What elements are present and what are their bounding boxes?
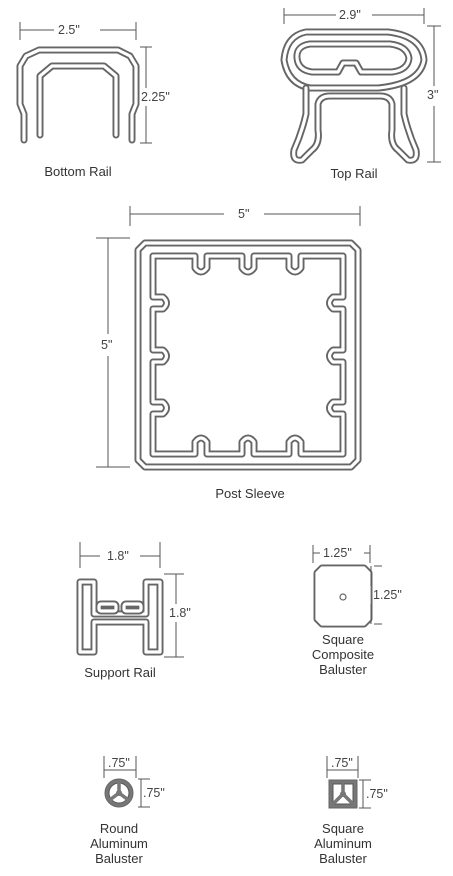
round-aluminum-baluster-dimensions — [103, 756, 150, 808]
support-rail-width-label: 1.8" — [107, 549, 129, 563]
square-composite-baluster-width-label: 1.25" — [323, 546, 352, 560]
square-aluminum-baluster-dimensions — [326, 756, 371, 809]
square-composite-baluster-caption: Square Composite Baluster — [293, 632, 393, 677]
top-rail-caption: Top Rail — [330, 166, 378, 181]
caption-line: Square — [322, 821, 364, 836]
top-rail-profile — [280, 28, 428, 164]
top-rail-width-label: 2.9" — [339, 8, 361, 22]
square-composite-baluster-profile — [313, 564, 373, 628]
round-aluminum-baluster-width-label: .75" — [108, 756, 130, 770]
post-sleeve-dimensions — [96, 206, 361, 468]
square-aluminum-baluster-width-label: .75" — [331, 756, 353, 770]
caption-line: Round — [99, 821, 139, 836]
square-composite-baluster-dimensions — [312, 545, 382, 625]
caption-line: Square — [322, 632, 364, 647]
square-aluminum-baluster-height-label: .75" — [366, 787, 388, 801]
caption-line: Baluster — [319, 851, 367, 866]
top-rail-height-label: 3" — [427, 88, 439, 102]
post-sleeve-caption: Post Sleeve — [215, 486, 285, 501]
post-sleeve-width-label: 5" — [238, 207, 250, 221]
bottom-rail-width-label: 2.5" — [58, 23, 80, 37]
bottom-rail-height-label: 2.25" — [141, 90, 170, 104]
round-aluminum-baluster-caption: Round Aluminum Baluster — [69, 821, 169, 866]
support-rail-dimensions — [79, 542, 184, 658]
bottom-rail-profile — [16, 46, 140, 144]
post-sleeve-height-label: 5" — [101, 338, 113, 352]
post-sleeve-profile — [134, 239, 362, 471]
square-aluminum-baluster-profile — [328, 779, 358, 809]
round-aluminum-baluster-height-label: .75" — [143, 786, 165, 800]
caption-line: Aluminum — [90, 836, 148, 851]
caption-line: Baluster — [319, 662, 367, 677]
top-rail-dimensions — [283, 8, 441, 163]
bottom-rail-dimensions — [19, 22, 152, 144]
support-rail-caption: Support Rail — [84, 665, 156, 680]
support-rail-height-label: 1.8" — [169, 606, 191, 620]
caption-line: Composite — [311, 647, 375, 662]
square-composite-baluster-height-label: 1.25" — [373, 588, 402, 602]
caption-line: Baluster — [95, 851, 143, 866]
square-aluminum-baluster-caption: Square Aluminum Baluster — [293, 821, 393, 866]
round-aluminum-baluster-profile — [104, 778, 134, 808]
support-rail-profile — [76, 578, 164, 656]
caption-line: Aluminum — [314, 836, 372, 851]
bottom-rail-caption: Bottom Rail — [44, 164, 112, 179]
